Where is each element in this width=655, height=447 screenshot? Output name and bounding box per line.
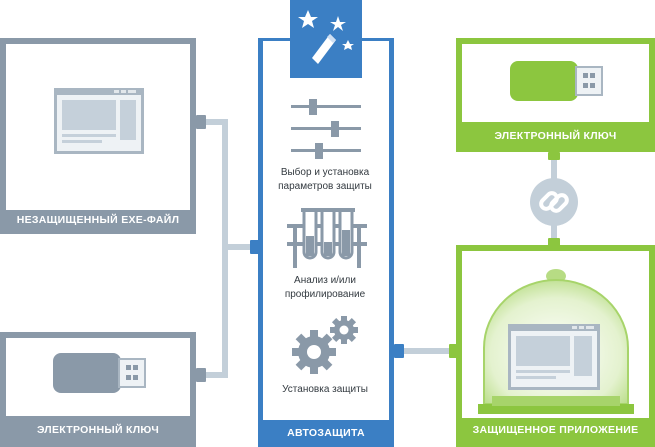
left-dongle-label: ЭЛЕКТРОННЫЙ КЛЮЧ	[36, 424, 160, 436]
usb-key-icon-green	[510, 61, 604, 101]
right-bottom-top-port	[548, 238, 560, 246]
step-install-text: Установка защиты	[282, 384, 368, 395]
test-tubes-icon	[287, 206, 367, 268]
center-left-port	[250, 240, 260, 254]
left-top-port	[196, 115, 206, 129]
protected-app-label: ЗАЩИЩЕННОЕ ПРИЛОЖЕНИЕ	[472, 424, 639, 436]
right-dongle-label: ЭЛЕКТРОННЫЙ КЛЮЧ	[494, 130, 617, 142]
unprotected-exe-label: НЕЗАЩИЩЕННЫЙ EXE-ФАЙЛ	[16, 214, 180, 226]
usb-key-icon	[53, 353, 147, 393]
left-bottom-port	[196, 368, 206, 382]
settings-sliders-icon	[289, 99, 363, 159]
connector-left-top-h	[206, 119, 228, 125]
center-right-port	[394, 344, 404, 358]
step-analysis-text: Анализ и/или профилирование	[284, 275, 366, 300]
connector-left-bottom-h	[206, 372, 228, 378]
right-bottom-port	[449, 344, 459, 358]
right-top-bottom-port	[548, 152, 560, 160]
wand-tab	[290, 0, 362, 78]
step-settings-text: Выбор и установка параметров защиты	[278, 167, 372, 192]
app-window-icon	[54, 88, 144, 154]
autoprotect-label: АВТОЗАЩИТА	[287, 427, 365, 439]
connector-center-to-right	[404, 348, 450, 354]
glass-dome-icon	[478, 268, 634, 418]
magic-wand-icon	[298, 10, 354, 64]
connector-left-to-center	[222, 244, 252, 250]
gears-icon	[290, 316, 362, 376]
chain-link-icon	[528, 176, 580, 228]
